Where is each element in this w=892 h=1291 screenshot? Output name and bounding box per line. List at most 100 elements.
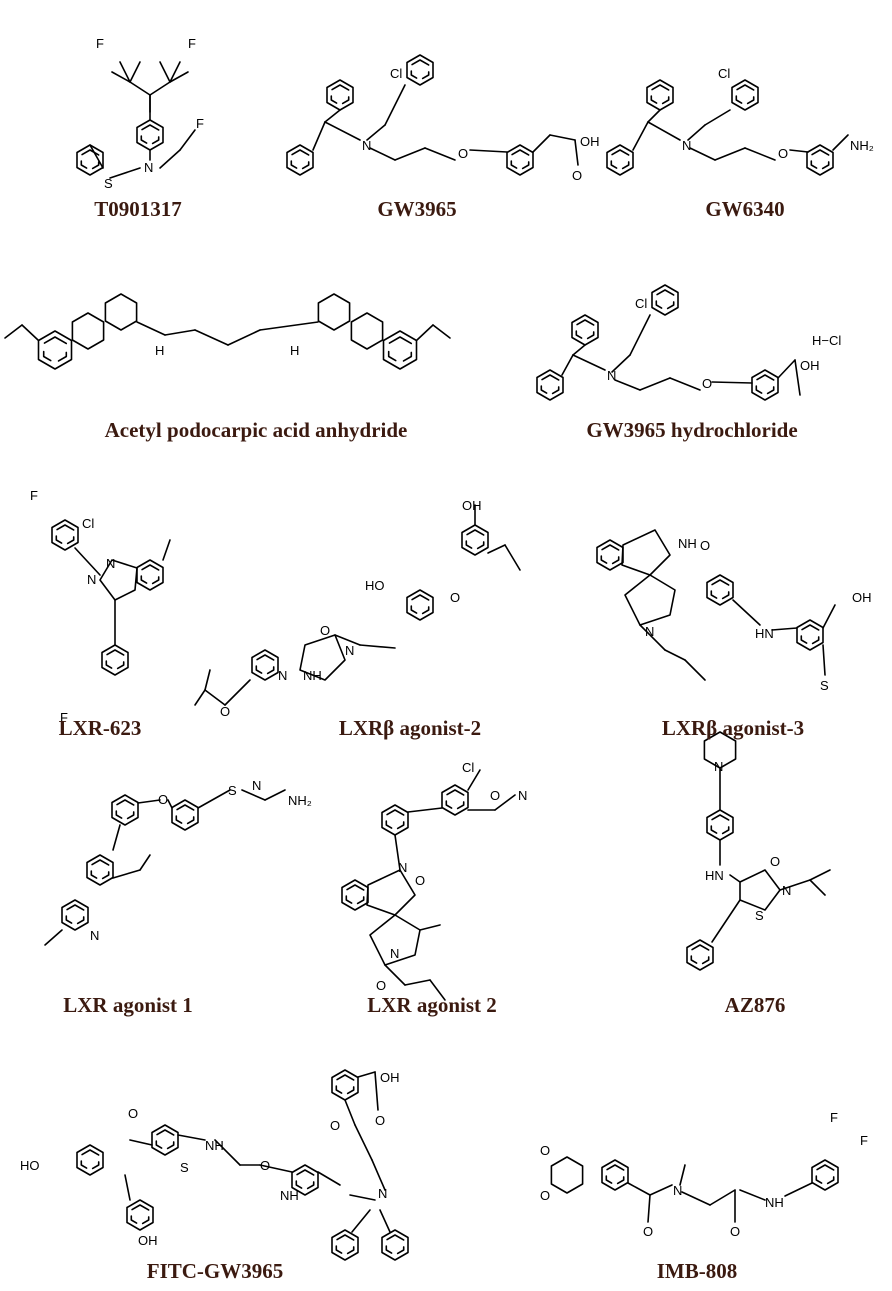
atom-n: N (682, 138, 691, 153)
atom-oh: OH (462, 498, 482, 513)
atom-o: O (490, 788, 500, 803)
atom-n: N (714, 759, 723, 774)
atom-n: N (278, 668, 287, 683)
structure-acetyl-podocarpic-anhydride (4, 293, 451, 370)
label-gw3965-hydrochloride: GW3965 hydrochloride (586, 418, 797, 442)
atom-o: O (330, 1118, 340, 1133)
structure-az876 (686, 731, 831, 971)
atom-f: F (830, 1110, 838, 1125)
atom-ho: HO (365, 578, 385, 593)
atom-nh: NH (765, 1195, 784, 1210)
atom-n: N (345, 643, 354, 658)
atom-o: O (458, 146, 468, 161)
label-acetyl-podocarpic-anhydride: Acetyl podocarpic acid anhydride (105, 418, 408, 442)
structure-fitc-gw3965 (76, 1069, 409, 1261)
label-lxr-agonist-1: LXR agonist 1 (63, 993, 193, 1017)
atom-n: N (390, 946, 399, 961)
atom-o: O (572, 168, 582, 183)
atom-n: N (362, 138, 371, 153)
atom-f: F (30, 488, 38, 503)
atom-o: O (158, 792, 168, 807)
atom-f: F (196, 116, 204, 131)
atom-oh: OH (380, 1070, 400, 1085)
atom-nh2: NH₂ (850, 138, 874, 153)
atom-ho: HO (20, 1158, 40, 1173)
atom-nh: NH (280, 1188, 299, 1203)
atom-o: O (643, 1224, 653, 1239)
atom-oh: OH (852, 590, 872, 605)
label-t0901317: T0901317 (94, 197, 182, 221)
atom-hn: HN (755, 626, 774, 641)
label-lxr-agonist-2: LXR agonist 2 (367, 993, 497, 1017)
atom-n: N (144, 160, 153, 175)
atom-n: N (252, 778, 261, 793)
atom-n: N (90, 928, 99, 943)
atom-o: O (702, 376, 712, 391)
label-gw3965: GW3965 (377, 197, 456, 221)
atom-f: F (860, 1133, 868, 1148)
structure-imb-808 (550, 1156, 839, 1223)
atom-n: N (106, 556, 115, 571)
atom-cl: Cl (718, 66, 730, 81)
atom-o: O (450, 590, 460, 605)
label-lxrb-agonist-2: LXRβ agonist-2 (339, 716, 481, 740)
atom-o: O (415, 873, 425, 888)
atom-n: N (87, 572, 96, 587)
atom-hn: HN (705, 868, 724, 883)
atom-o: O (730, 1224, 740, 1239)
atom-f: F (60, 710, 68, 725)
atom-f: F (96, 36, 104, 51)
label-gw6340: GW6340 (705, 197, 784, 221)
structure-gw3965-hydrochloride (536, 284, 801, 401)
atom-o: O (540, 1188, 550, 1203)
atom-n: N (782, 883, 791, 898)
atom-cl: Cl (82, 516, 94, 531)
atom-o: O (540, 1143, 550, 1158)
structure-lxr-623 (51, 519, 171, 676)
atom-nh2: NH₂ (288, 793, 312, 808)
atom-h-cl: H−Cl (812, 333, 841, 348)
label-fitc-gw3965: FITC-GW3965 (147, 1259, 284, 1283)
atom-f: F (188, 36, 196, 51)
atom-n: N (607, 368, 616, 383)
atom-h: H (290, 343, 299, 358)
atom-o: O (260, 1158, 270, 1173)
atom-o: O (220, 704, 230, 719)
structure-lxrb-agonist-3 (596, 529, 836, 681)
atom-n: N (378, 1186, 387, 1201)
atom-oh: OH (800, 358, 820, 373)
atom-nh: NH (678, 536, 697, 551)
atom-o: O (770, 854, 780, 869)
atom-cl: Cl (390, 66, 402, 81)
atom-o: O (128, 1106, 138, 1121)
atom-s: S (755, 908, 764, 923)
label-lxr-623: LXR-623 (59, 716, 142, 740)
atom-o: O (778, 146, 788, 161)
structure-lxrb-agonist-2 (194, 504, 521, 706)
atom-o: O (700, 538, 710, 553)
atom-s: S (104, 176, 113, 191)
atom-s: S (228, 783, 237, 798)
structure-lxr-agonist-1 (44, 789, 286, 946)
atom-n: N (673, 1183, 682, 1198)
atom-s: S (820, 678, 829, 693)
atom-cl: Cl (462, 760, 474, 775)
atom-oh: OH (138, 1233, 158, 1248)
atom-n: N (518, 788, 527, 803)
atom-n: N (645, 624, 654, 639)
atom-o: O (320, 623, 330, 638)
atom-o: O (375, 1113, 385, 1128)
label-az876: AZ876 (725, 993, 786, 1017)
atom-h: H (155, 343, 164, 358)
atom-nh: NH (205, 1138, 224, 1153)
atom-oh: OH (580, 134, 600, 149)
structure-gw6340 (606, 79, 849, 176)
atom-s: S (180, 1160, 189, 1175)
label-lxrb-agonist-3: LXRβ agonist-3 (662, 716, 804, 740)
atom-n: N (398, 860, 407, 875)
label-imb-808: IMB-808 (657, 1259, 738, 1283)
structure-t0901317 (76, 61, 196, 179)
atom-cl: Cl (635, 296, 647, 311)
structure-lxr-agonist-2 (341, 769, 516, 1001)
